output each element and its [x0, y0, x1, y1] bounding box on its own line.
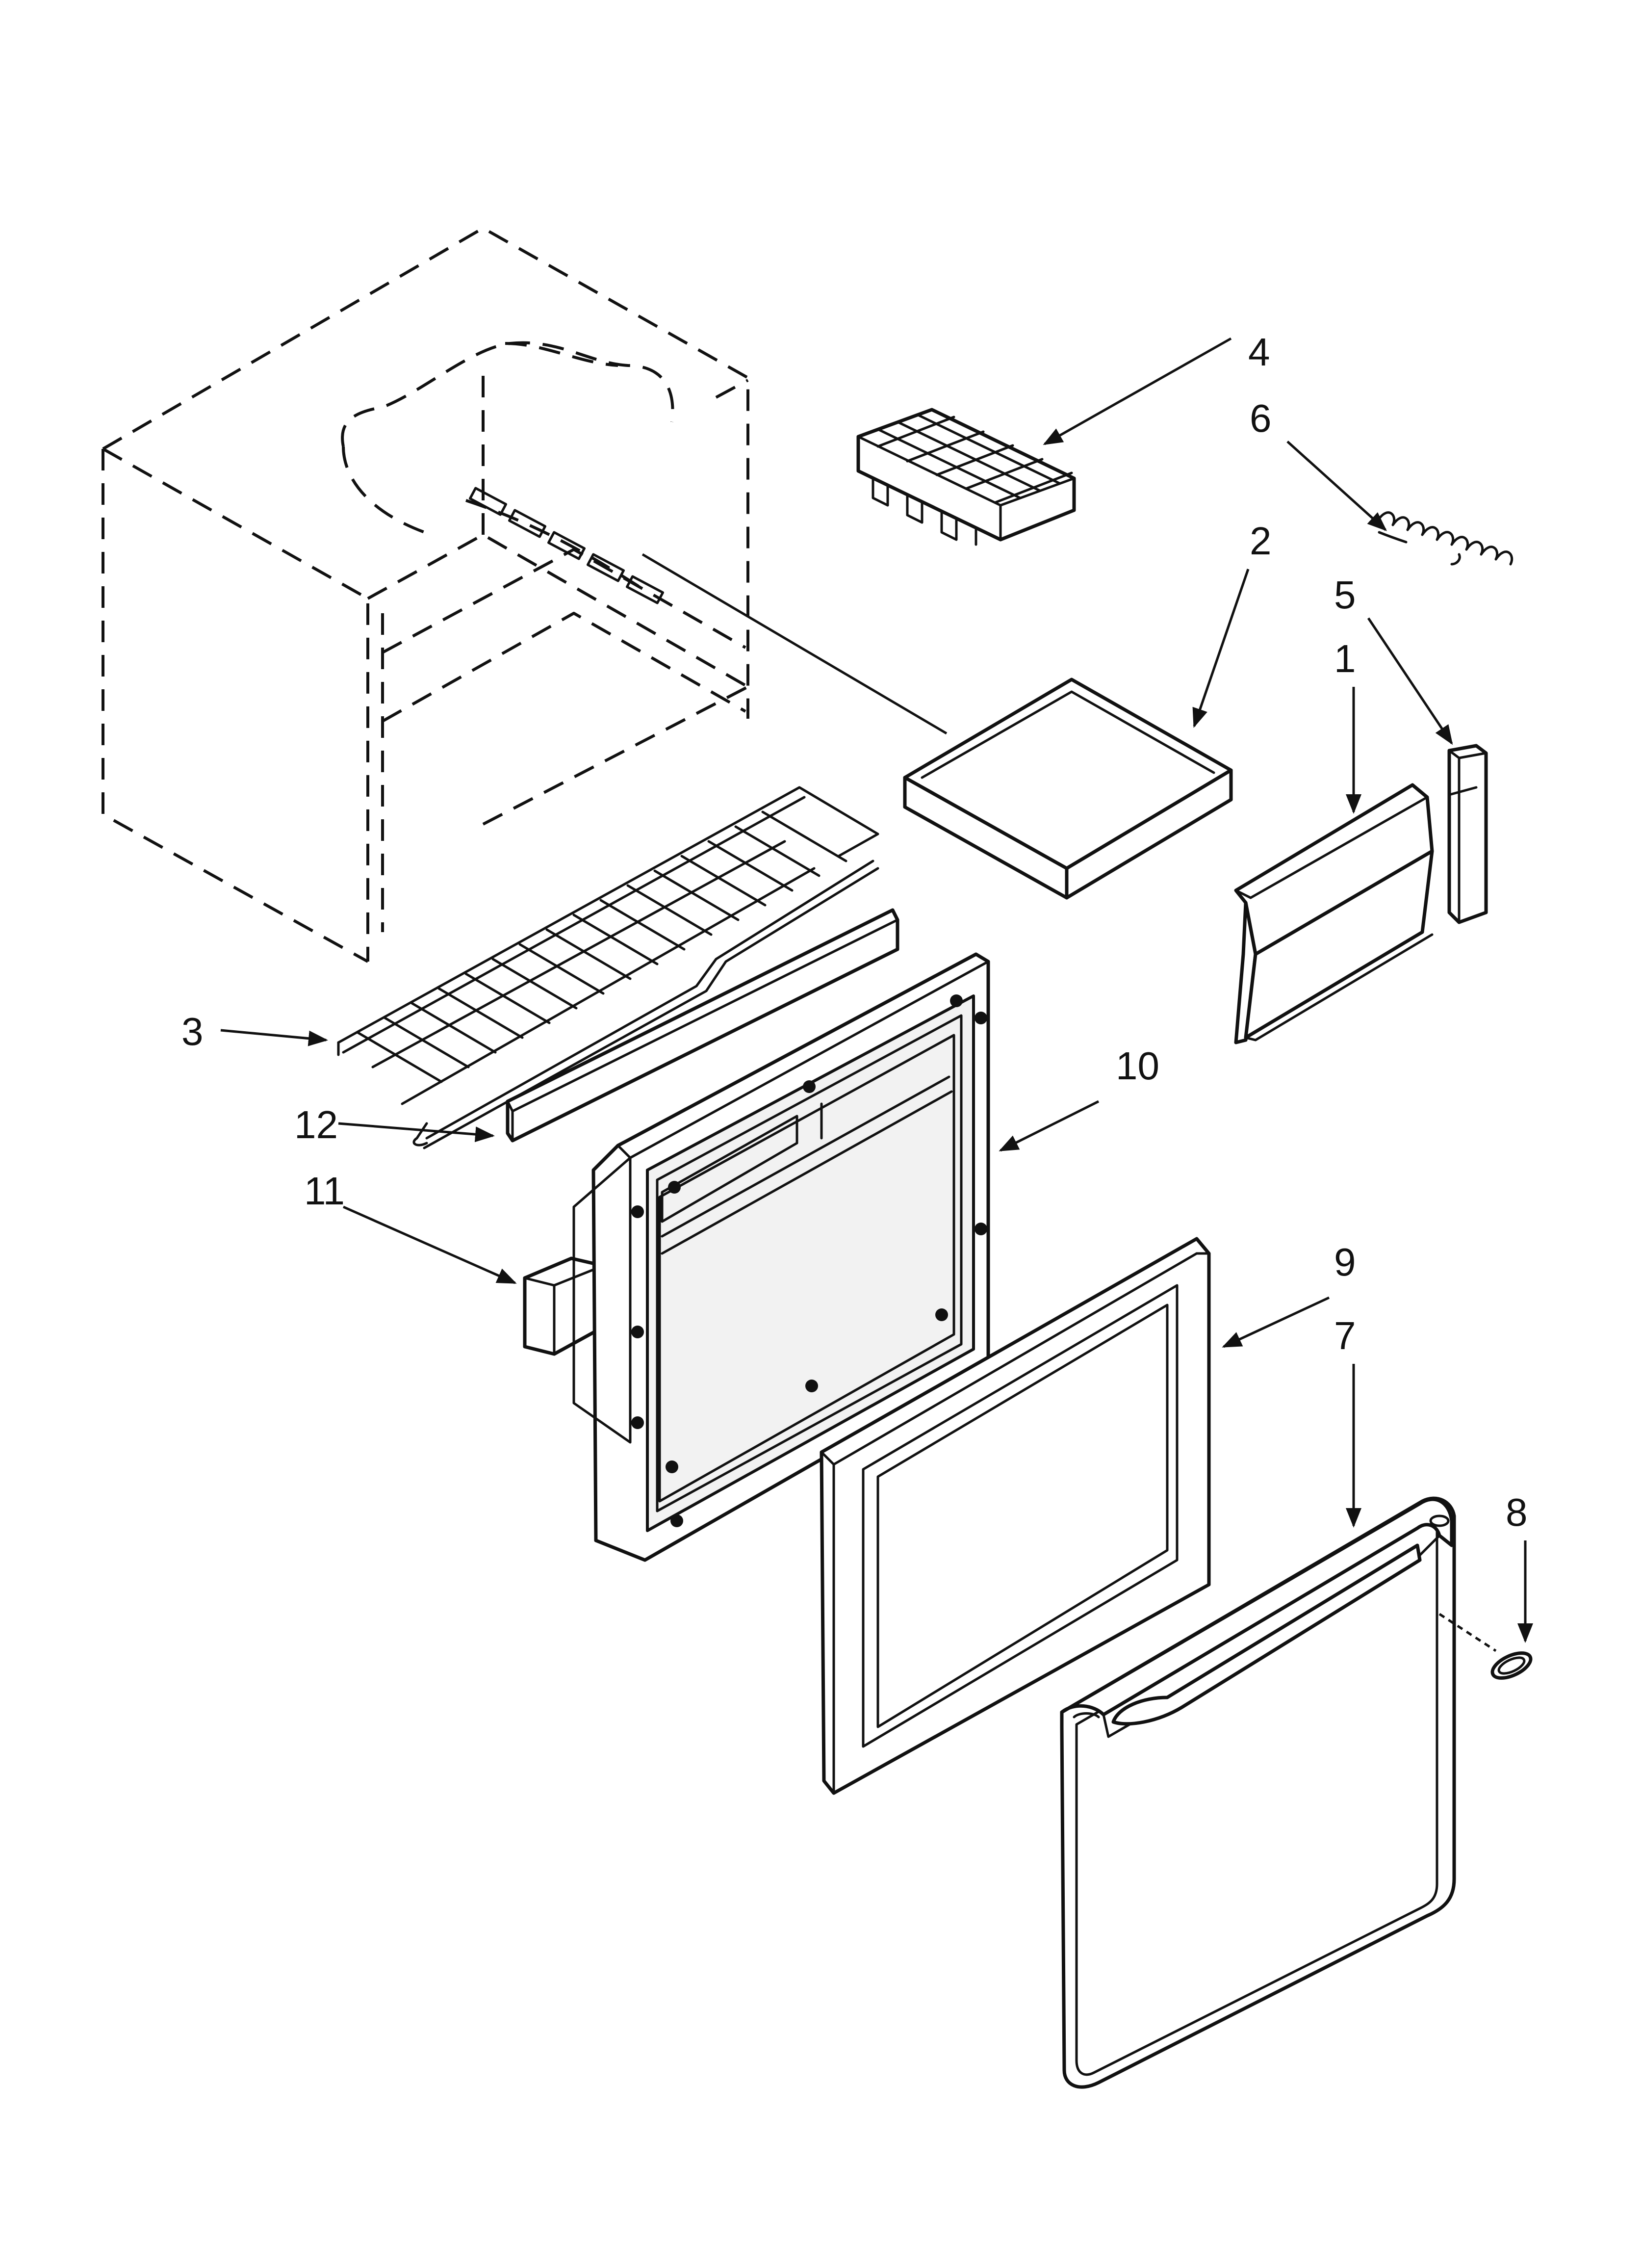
leader-9: [1222, 1296, 1330, 1348]
leader-10: [999, 1100, 1100, 1152]
freezer-door-panel: [1060, 1496, 1456, 2089]
leader-3: [220, 1029, 328, 1046]
foam-block-lower: [523, 1256, 605, 1356]
hinge-plug: [1438, 1613, 1533, 1680]
door-gasket: [820, 1237, 1211, 1795]
callout-3: 3: [181, 1010, 204, 1053]
cabinet-vents: [468, 487, 665, 604]
storage-pan: [903, 678, 1233, 900]
inner-door-liner: [572, 952, 990, 1562]
callout-5: 5: [1334, 573, 1356, 617]
wire-shelf: [337, 786, 879, 1149]
callout-4: 4: [1248, 330, 1270, 374]
callout-7: 7: [1334, 1314, 1356, 1357]
callout-1: 1: [1334, 637, 1356, 680]
ice-cube-tray: [856, 408, 1076, 546]
callout-labels: 4 6 2 5 1 3 10 12 11 9 7 8: [181, 330, 1528, 1534]
callout-10: 10: [1116, 1044, 1159, 1088]
leader-6: [1286, 441, 1387, 531]
leader-2: [1192, 569, 1250, 728]
leader-11: [342, 1205, 517, 1284]
freezer-cabinet-outline: [102, 227, 749, 963]
callout-2: 2: [1250, 519, 1272, 563]
leader-12: [338, 1122, 495, 1143]
leader-5: [1367, 617, 1453, 745]
spring: [1377, 511, 1514, 566]
door-shelf-bar: [1234, 783, 1434, 1044]
callout-12: 12: [294, 1103, 338, 1147]
callout-6: 6: [1250, 396, 1272, 440]
callout-11: 11: [304, 1169, 345, 1213]
shelf-end-cap: [1447, 744, 1488, 924]
callout-9: 9: [1334, 1240, 1356, 1284]
callout-leaders: [220, 337, 1533, 1643]
foam-strip-upper: [506, 908, 899, 1143]
tray-location-leader: [641, 553, 948, 735]
leader-4: [1043, 337, 1232, 445]
callout-8: 8: [1506, 1490, 1528, 1534]
liner-screws: [631, 994, 987, 1527]
